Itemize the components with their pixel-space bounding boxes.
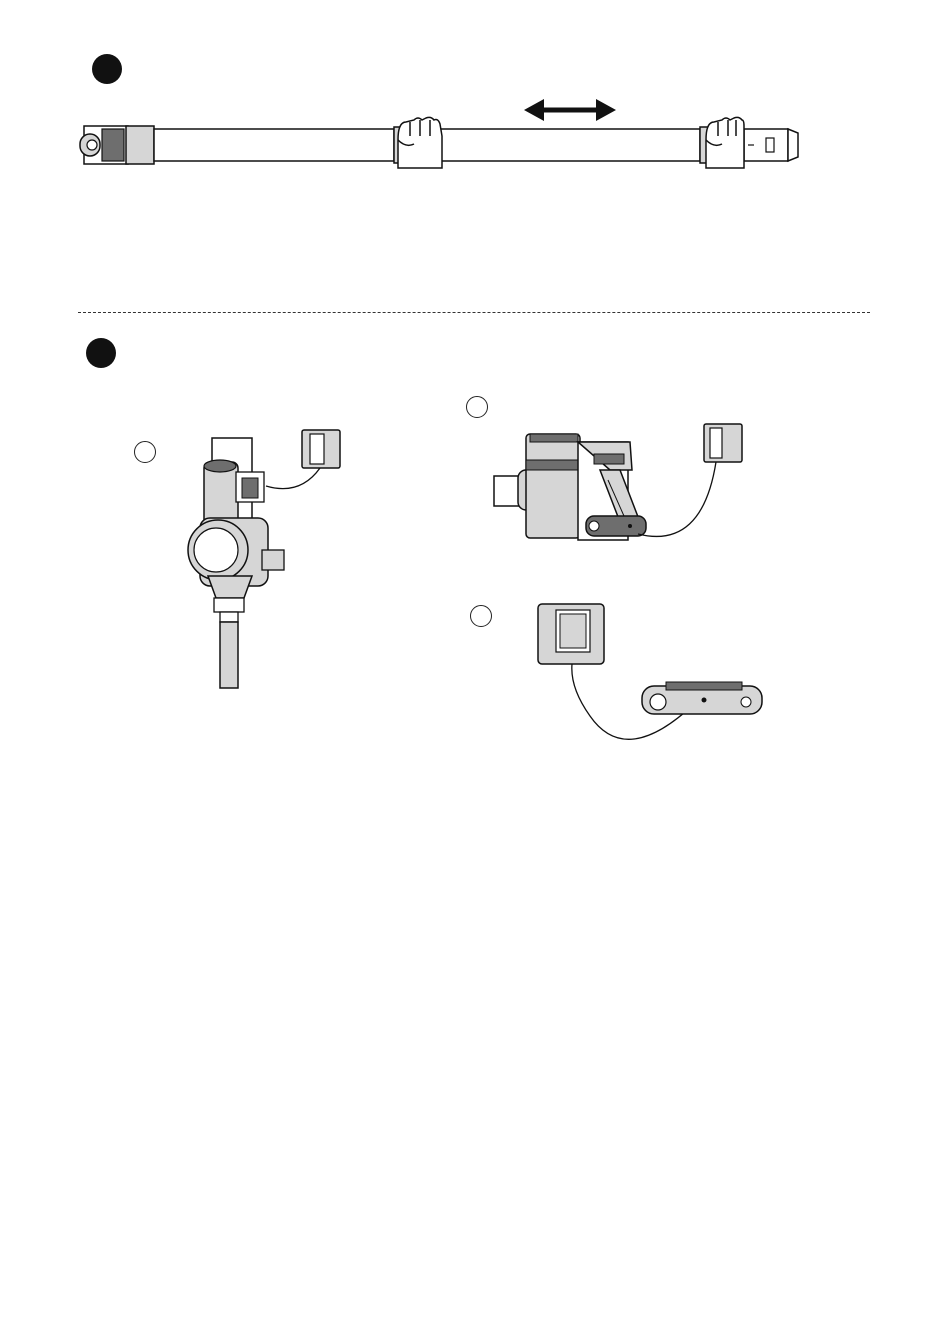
- step-1-marker-icon: [92, 54, 122, 84]
- battery-charging-illustration: [530, 598, 780, 758]
- hand-right-icon: [706, 117, 744, 168]
- sub-figure-a-marker-icon: [134, 441, 156, 463]
- sub-figure-b-marker-icon: [466, 396, 488, 418]
- step-2-marker-icon: [86, 338, 116, 368]
- double-arrow-icon: [524, 99, 616, 121]
- section-divider: [78, 312, 870, 313]
- hand-left-icon: [398, 117, 442, 168]
- handheld-charging-illustration: [490, 420, 750, 550]
- wall-mount-charging-illustration: [180, 426, 350, 696]
- sub-figure-c-marker-icon: [470, 605, 492, 627]
- extension-tube-illustration: [76, 96, 806, 196]
